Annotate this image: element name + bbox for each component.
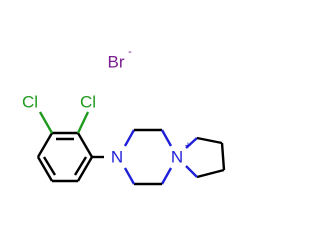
bromide-charge: - <box>128 46 132 58</box>
c-cl-bond-1 <box>38 111 54 134</box>
pyrrolidine-ring <box>185 136 226 179</box>
benzene-ring <box>36 131 94 183</box>
nitrogen-label-piperazine: N <box>111 148 123 167</box>
chlorine-label-1: Cl <box>22 93 38 112</box>
bromide-label: Br <box>108 53 125 72</box>
molecule-diagram: Br - Cl Cl N N + <box>22 46 226 186</box>
nitrogen-label-quaternary: N <box>171 148 183 167</box>
c-cl-bond-2 <box>76 111 90 134</box>
chlorine-label-2: Cl <box>80 93 96 112</box>
piperazine-ring <box>123 128 173 186</box>
